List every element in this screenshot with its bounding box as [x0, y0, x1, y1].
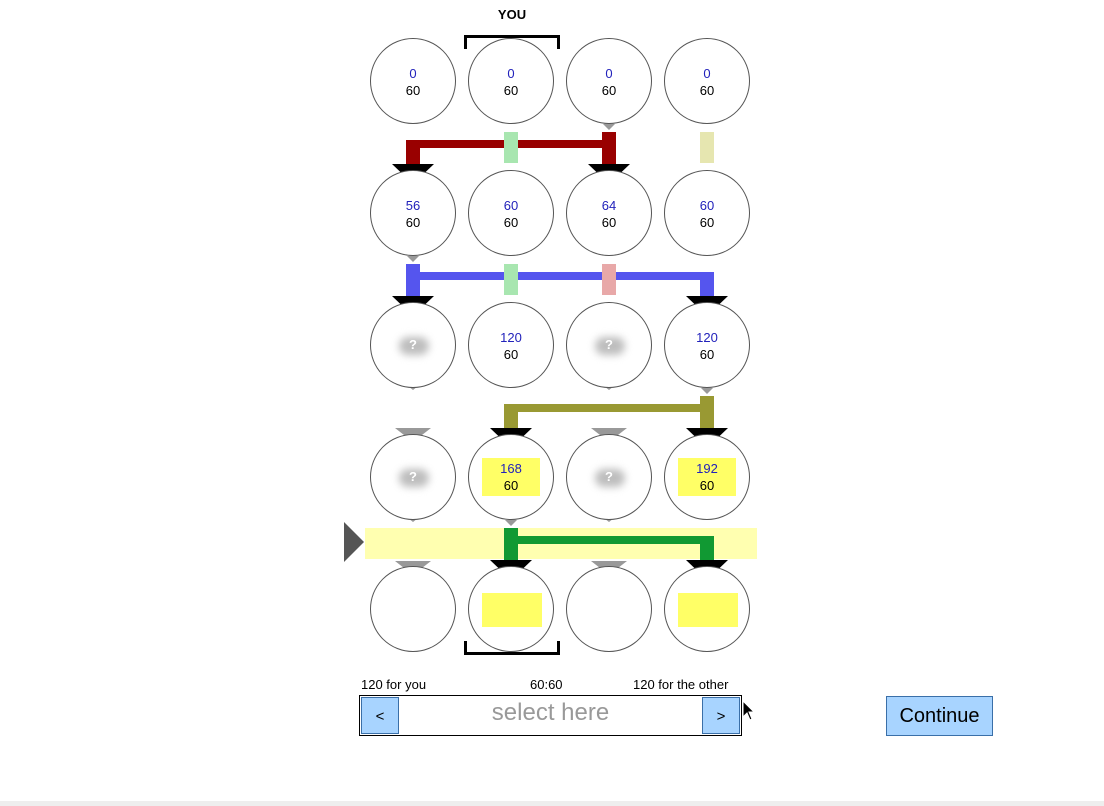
node-top-value: 120: [696, 330, 718, 345]
hidden-value-blur: [595, 469, 625, 487]
hidden-value-mark: ?: [409, 337, 417, 352]
continue-button[interactable]: Continue: [886, 696, 993, 736]
you-label: YOU: [497, 7, 527, 22]
selector-right-label: 120 for the other: [633, 677, 729, 692]
node-top-value: 60: [503, 198, 519, 213]
node-bottom-value: 60: [699, 478, 715, 493]
network-node: ?: [566, 302, 652, 388]
hidden-value-mark: ?: [605, 469, 613, 484]
small-caret-icon: [407, 256, 419, 262]
select-placeholder[interactable]: select here: [491, 699, 610, 726]
hidden-value-blur: [399, 469, 429, 487]
pending-marker: [700, 132, 714, 163]
link-horizontal: [511, 404, 707, 412]
split-selector[interactable]: < select here >: [359, 695, 742, 736]
node-bottom-value: 60: [503, 215, 519, 230]
node-bottom-value: 60: [699, 347, 715, 362]
node-bottom-value: 60: [699, 83, 715, 98]
node-top-value: 192: [696, 461, 718, 476]
hidden-value-blur: [595, 337, 625, 355]
pending-value-box: [482, 593, 542, 627]
node-bottom-value: 60: [503, 347, 519, 362]
node-top-value: 168: [500, 461, 522, 476]
selector-left-label: 120 for you: [361, 677, 427, 692]
node-bottom-value: 60: [601, 83, 617, 98]
mouse-cursor-icon: [742, 700, 756, 721]
node-top-value: 0: [409, 66, 417, 81]
link-vertical: [700, 396, 714, 432]
you-bracket-bottom: [464, 641, 560, 655]
link-vertical: [406, 264, 420, 300]
node-top-value: 64: [601, 198, 617, 213]
node-bottom-value: 60: [699, 215, 715, 230]
network-node: ?: [370, 302, 456, 388]
node-bottom-value: 60: [503, 478, 519, 493]
network-node: [370, 566, 456, 652]
node-top-value: 60: [699, 198, 715, 213]
network-node: ?: [370, 434, 456, 520]
node-top-value: 0: [605, 66, 613, 81]
pending-marker: [504, 132, 518, 163]
node-bottom-value: 60: [405, 215, 421, 230]
small-caret-icon: [505, 520, 517, 526]
footer-divider: [0, 801, 1104, 806]
you-bracket-top: [464, 35, 560, 49]
hidden-value-mark: ?: [409, 469, 417, 484]
next-button[interactable]: >: [702, 697, 740, 734]
hidden-value-mark: ?: [605, 337, 613, 352]
node-top-value: 0: [703, 66, 711, 81]
current-row-indicator-icon: [344, 522, 364, 562]
pending-marker: [504, 264, 518, 295]
node-top-value: 56: [405, 198, 421, 213]
network-node: [566, 566, 652, 652]
pending-value-box: [678, 593, 738, 627]
node-bottom-value: 60: [405, 83, 421, 98]
node-top-value: 120: [500, 330, 522, 345]
node-bottom-value: 60: [503, 83, 519, 98]
pending-marker: [602, 264, 616, 295]
small-caret-icon: [701, 388, 713, 394]
node-bottom-value: 60: [601, 215, 617, 230]
hidden-value-blur: [399, 337, 429, 355]
network-node: [664, 566, 750, 652]
node-top-value: 0: [507, 66, 515, 81]
link-vertical: [504, 528, 518, 564]
selector-mid-label: 60:60: [530, 677, 563, 692]
small-caret-icon: [603, 124, 615, 130]
network-node: [468, 566, 554, 652]
link-horizontal: [511, 536, 707, 544]
network-node: ?: [566, 434, 652, 520]
link-horizontal: [413, 272, 707, 280]
previous-button[interactable]: <: [361, 697, 399, 734]
link-vertical: [602, 132, 616, 168]
